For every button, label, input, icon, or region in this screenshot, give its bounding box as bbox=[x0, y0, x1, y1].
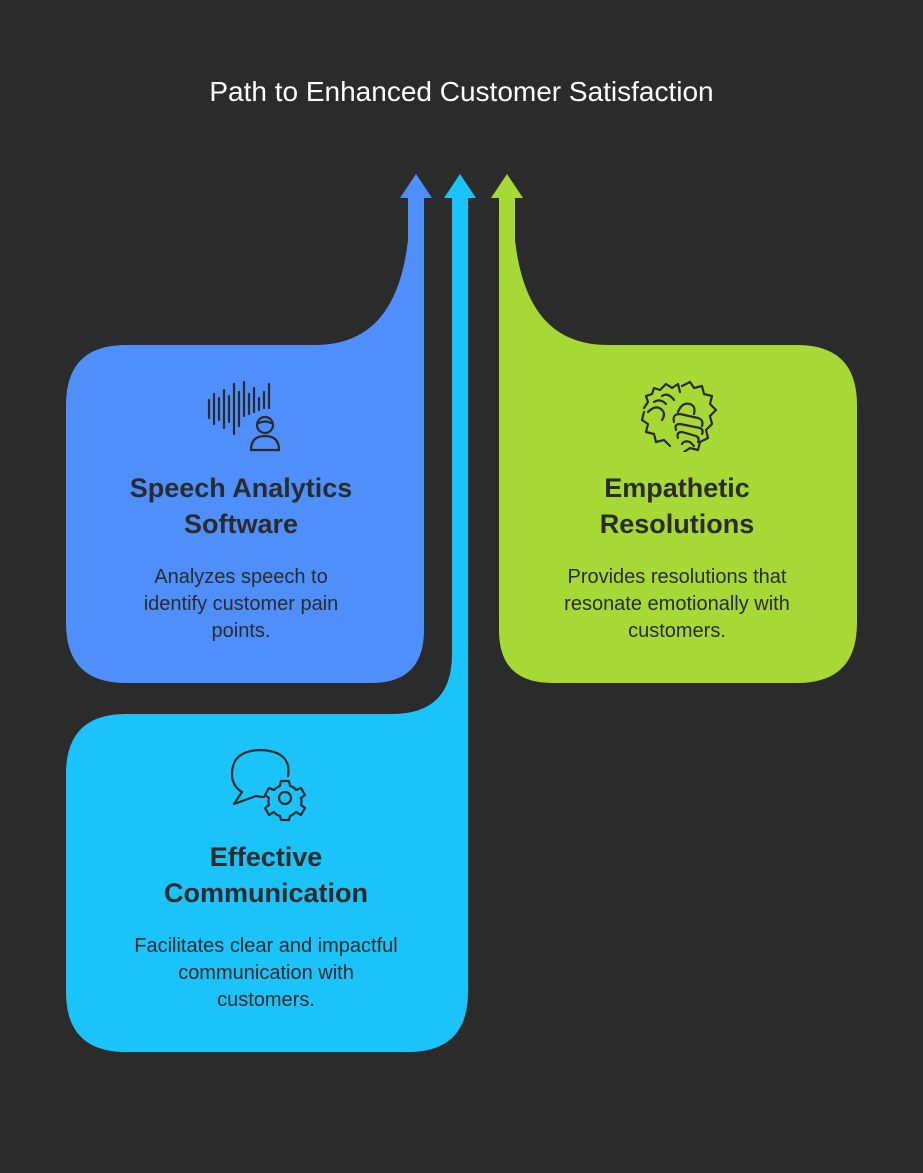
effective-communication-text: Effective Communication Facilitates clea… bbox=[96, 839, 436, 1014]
speech-analytics-description: Analyzes speech to identify customer pai… bbox=[143, 566, 339, 642]
chat-bubble-gear-icon bbox=[230, 748, 307, 822]
empathetic-resolutions-description: Provides resolutions that resonate emoti… bbox=[564, 566, 790, 642]
empathetic-resolutions-card bbox=[491, 174, 857, 683]
handshake-puzzle-icon bbox=[640, 380, 718, 452]
speech-analytics-text: Speech Analytics Software Analyzes speec… bbox=[86, 470, 396, 645]
speech-analytics-card bbox=[66, 174, 432, 683]
speech-analytics-title: Speech Analytics Software bbox=[129, 473, 353, 539]
diagram-title: Path to Enhanced Customer Satisfaction bbox=[209, 76, 714, 107]
voice-analysis-person-icon bbox=[207, 380, 281, 452]
empathetic-resolutions-title: Empathetic Resolutions bbox=[599, 473, 755, 539]
effective-communication-title: Effective Communication bbox=[163, 842, 368, 908]
empathetic-resolutions-text: Empathetic Resolutions Provides resoluti… bbox=[522, 470, 832, 645]
effective-communication-card bbox=[66, 174, 476, 1052]
effective-communication-description: Facilitates clear and impactful communic… bbox=[134, 935, 398, 1011]
